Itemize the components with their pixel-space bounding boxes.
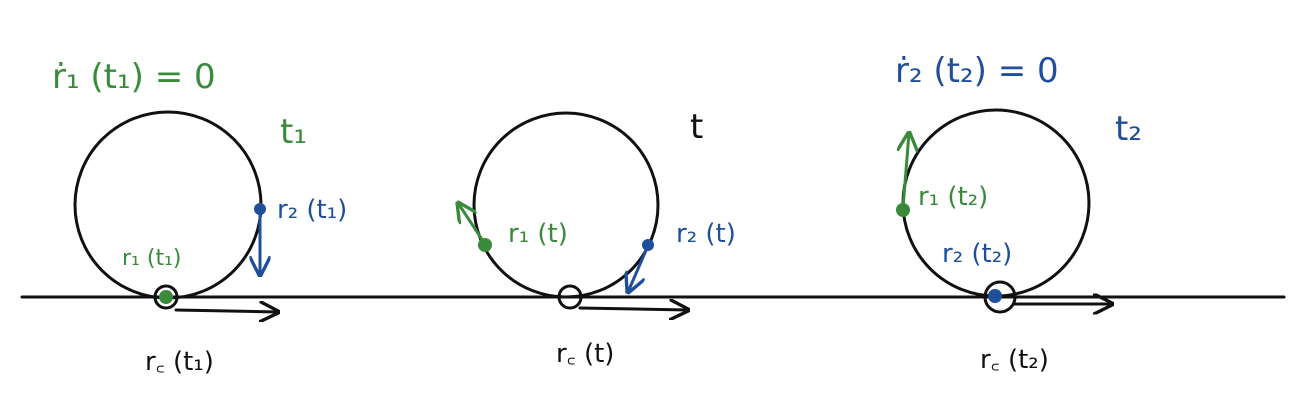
r1-label: r₁ (t₂) [918,182,988,212]
time-label: t₂ [1115,109,1142,149]
time-label: t₁ [280,112,307,152]
rc-label: r꜀ (t₁) [145,347,214,377]
r2-label: r₂ (t₂) [942,239,1012,269]
contact-ring [983,280,1017,314]
velocity-arrow-rc [578,308,688,310]
velocity-arrow-r1 [903,133,909,210]
rc-label: r꜀ (t₂) [980,345,1049,375]
panel-t1: ṙ₁ (t₁) = 0 t₁ r₁ (t₁) r₂ (t₁) r꜀ (t₁) [52,57,347,377]
point-r2-dot [254,203,266,215]
panel-t: t r₁ (t) r₂ (t) r꜀ (t) [458,107,736,369]
point-r1-dot [896,203,910,217]
velocity-arrow-r2 [628,246,649,292]
r1-label: r₁ (t₁) [122,246,181,271]
velocity-condition: ṙ₂ (t₂) = 0 [895,51,1059,91]
time-label: t [690,107,703,147]
velocity-condition: ṙ₁ (t₁) = 0 [52,57,216,97]
velocity-arrow-r1 [458,203,487,246]
point-r2-dot [988,289,1002,303]
point-r2-dot [642,239,654,251]
r2-label: r₂ (t₁) [277,195,347,225]
r1-label: r₁ (t) [508,219,568,249]
contact-ring [153,284,179,310]
velocity-arrow-rc [174,310,278,312]
point-r1-dot [159,290,173,304]
rc-label: r꜀ (t) [556,339,614,369]
contact-ring [557,284,583,310]
panel-t2: ṙ₂ (t₂) = 0 t₂ r₁ (t₂) r₂ (t₂) r꜀ (t₂) [895,51,1142,375]
r2-label: r₂ (t) [676,219,736,249]
wheel-circle [472,111,660,299]
